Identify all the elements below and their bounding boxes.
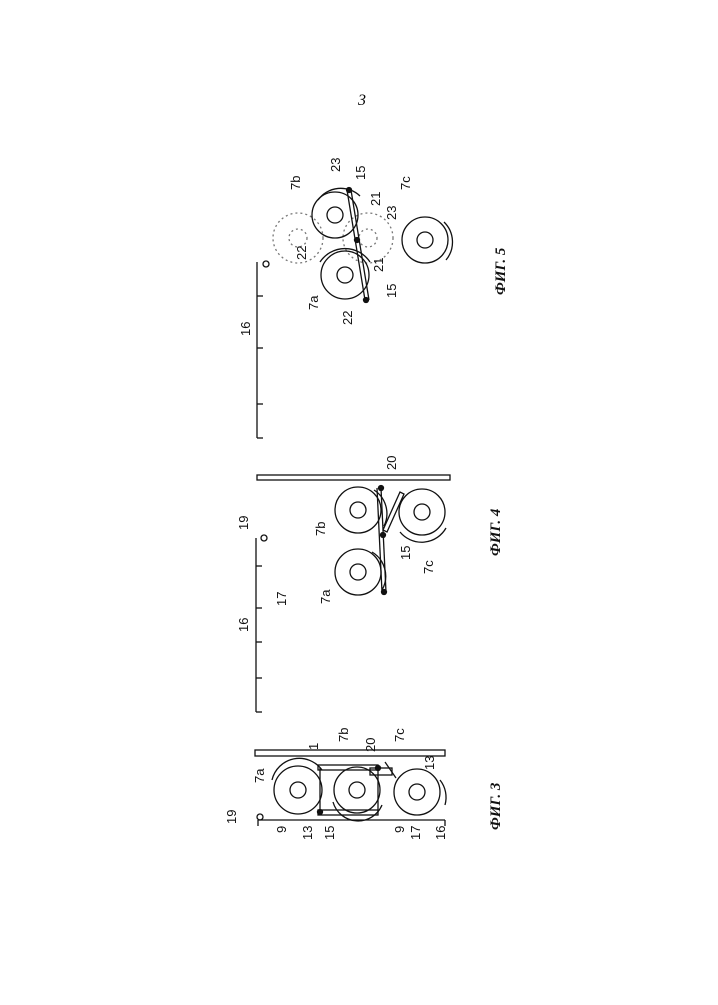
label-7b-fig5: 7b (288, 176, 303, 190)
label-21-bottom: 21 (371, 258, 386, 272)
label-23-mid: 23 (384, 206, 399, 220)
label-9-left: 9 (274, 826, 289, 833)
pivot-19 (257, 814, 263, 820)
pivot-19-fig4 (261, 535, 267, 541)
caption-fig-4: ФИГ. 4 (488, 508, 504, 556)
label-7a-fig5: 7a (306, 295, 321, 310)
label-1: 1 (306, 743, 321, 750)
label-7b: 7b (336, 728, 351, 742)
label-23-top: 23 (328, 158, 343, 172)
figure-4-labels: 16 17 19 7a 7b 15 7c 20 ФИГ. 4 (236, 456, 504, 632)
pivot-fig5 (263, 261, 269, 267)
label-17-fig4: 17 (274, 592, 289, 606)
roll-7a-fig4 (335, 549, 381, 595)
roll-7b-fig4 (335, 487, 381, 533)
label-15-fig4: 15 (398, 546, 413, 560)
label-15-bottom: 15 (384, 284, 399, 298)
label-7b-fig4: 7b (313, 522, 328, 536)
label-17: 17 (408, 826, 423, 840)
label-7c-fig4: 7c (421, 560, 436, 574)
caption-fig-5: ФИГ. 5 (493, 247, 509, 295)
roll-7c-fig5 (402, 217, 448, 263)
label-19: 19 (224, 810, 239, 824)
label-21-top: 21 (368, 192, 383, 206)
caption-fig-3: ФИГ. 3 (488, 782, 504, 830)
frame-1 (255, 750, 445, 756)
label-15-top: 15 (353, 166, 368, 180)
label-16-fig4: 16 (236, 618, 251, 632)
label-7c: 7c (392, 728, 407, 742)
figure-5-labels: 16 7b 23 15 7c 21 23 22 21 15 7a 22 ФИГ.… (238, 158, 509, 336)
label-13-right: 13 (422, 756, 437, 770)
label-9-right: 9 (392, 826, 407, 833)
label-15: 15 (322, 826, 337, 840)
label-20-fig4: 20 (384, 456, 399, 470)
label-16-fig5: 16 (238, 322, 253, 336)
label-7c-fig5: 7c (398, 176, 413, 190)
roll-7c-fig4 (399, 489, 445, 535)
figure-3 (255, 750, 446, 826)
label-13-left: 13 (300, 826, 315, 840)
frame-4 (257, 475, 450, 480)
label-7a-fig4: 7a (318, 589, 333, 604)
label-22-bottom: 22 (340, 311, 355, 325)
roll-7a (274, 766, 322, 814)
roll-7b (334, 767, 380, 813)
label-22-top: 22 (294, 246, 309, 260)
roll-7c (394, 769, 440, 815)
figure-3-labels: 19 7a 1 7b 20 7c 13 9 13 15 9 17 16 ФИГ.… (224, 728, 504, 840)
label-16: 16 (433, 826, 448, 840)
page-number: 3 (358, 92, 366, 110)
label-20: 20 (363, 738, 378, 752)
label-7a: 7a (252, 768, 267, 783)
label-19-fig4: 19 (236, 516, 251, 530)
